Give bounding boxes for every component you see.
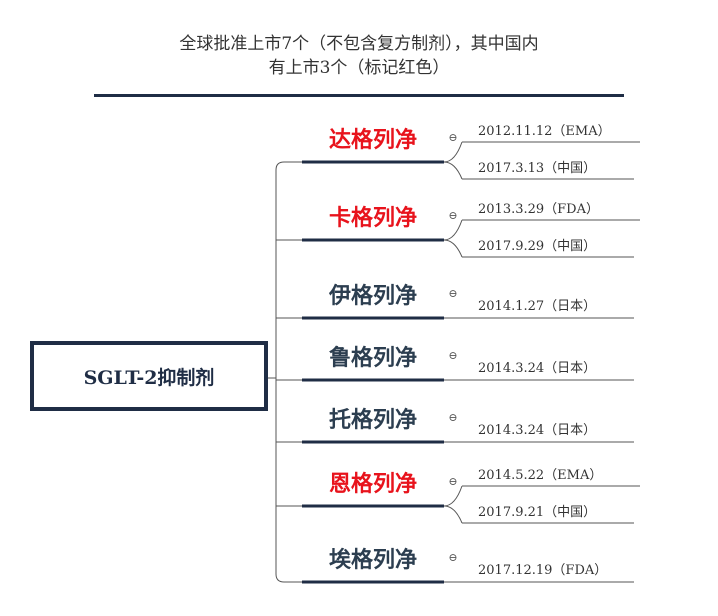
date-connector bbox=[443, 141, 463, 163]
collapse-icon[interactable]: ⊖ bbox=[448, 551, 458, 564]
root-label: SGLT-2抑制剂 bbox=[83, 366, 215, 389]
drug-node-label[interactable]: 埃格列净 bbox=[328, 547, 417, 573]
approval-date: 2014.1.27（日本） bbox=[478, 299, 597, 314]
drug-node-label[interactable]: 卡格列净 bbox=[328, 205, 417, 231]
approval-date: 2014.5.22（EMA） bbox=[478, 468, 603, 483]
approval-date: 2017.9.29（中国） bbox=[478, 239, 597, 254]
date-connector bbox=[443, 485, 463, 507]
header-line-1: 全球批准上市7个（不包含复方制剂），其中国内 bbox=[179, 34, 539, 54]
approval-date: 2012.11.12（EMA） bbox=[478, 124, 611, 139]
drug-node-label[interactable]: 伊格列净 bbox=[328, 283, 417, 309]
approval-date: 2017.9.21（中国） bbox=[478, 505, 597, 520]
root-node[interactable]: SGLT-2抑制剂 bbox=[30, 341, 268, 411]
branch-connector bbox=[275, 573, 302, 583]
collapse-icon[interactable]: ⊖ bbox=[448, 349, 458, 362]
collapse-icon[interactable]: ⊖ bbox=[448, 411, 458, 424]
drug-node-label[interactable]: 恩格列净 bbox=[328, 471, 417, 497]
collapse-icon[interactable]: ⊖ bbox=[448, 131, 458, 144]
collapse-icon[interactable]: ⊖ bbox=[448, 209, 458, 222]
collapse-icon[interactable]: ⊖ bbox=[448, 475, 458, 488]
drug-node-label[interactable]: 达格列净 bbox=[328, 127, 417, 153]
date-connector bbox=[443, 239, 463, 258]
approval-date: 2014.3.24（日本） bbox=[478, 361, 597, 376]
header-line-2: 有上市3个（标记红色） bbox=[268, 58, 450, 78]
date-connector bbox=[443, 161, 463, 180]
header-divider bbox=[94, 94, 624, 97]
approval-date: 2017.3.13（中国） bbox=[478, 161, 597, 176]
approval-date: 2014.3.24（日本） bbox=[478, 423, 597, 438]
date-connector bbox=[443, 219, 463, 241]
header-title: 全球批准上市7个（不包含复方制剂），其中国内 有上市3个（标记红色） bbox=[0, 32, 718, 80]
drug-node-label[interactable]: 托格列净 bbox=[328, 407, 417, 433]
approval-date: 2013.3.29（FDA） bbox=[478, 202, 599, 217]
date-connector bbox=[443, 505, 463, 524]
branch-connector bbox=[275, 161, 302, 171]
approval-date: 2017.12.19（FDA） bbox=[478, 563, 608, 578]
collapse-icon[interactable]: ⊖ bbox=[448, 287, 458, 300]
drug-node-label[interactable]: 鲁格列净 bbox=[328, 345, 417, 371]
